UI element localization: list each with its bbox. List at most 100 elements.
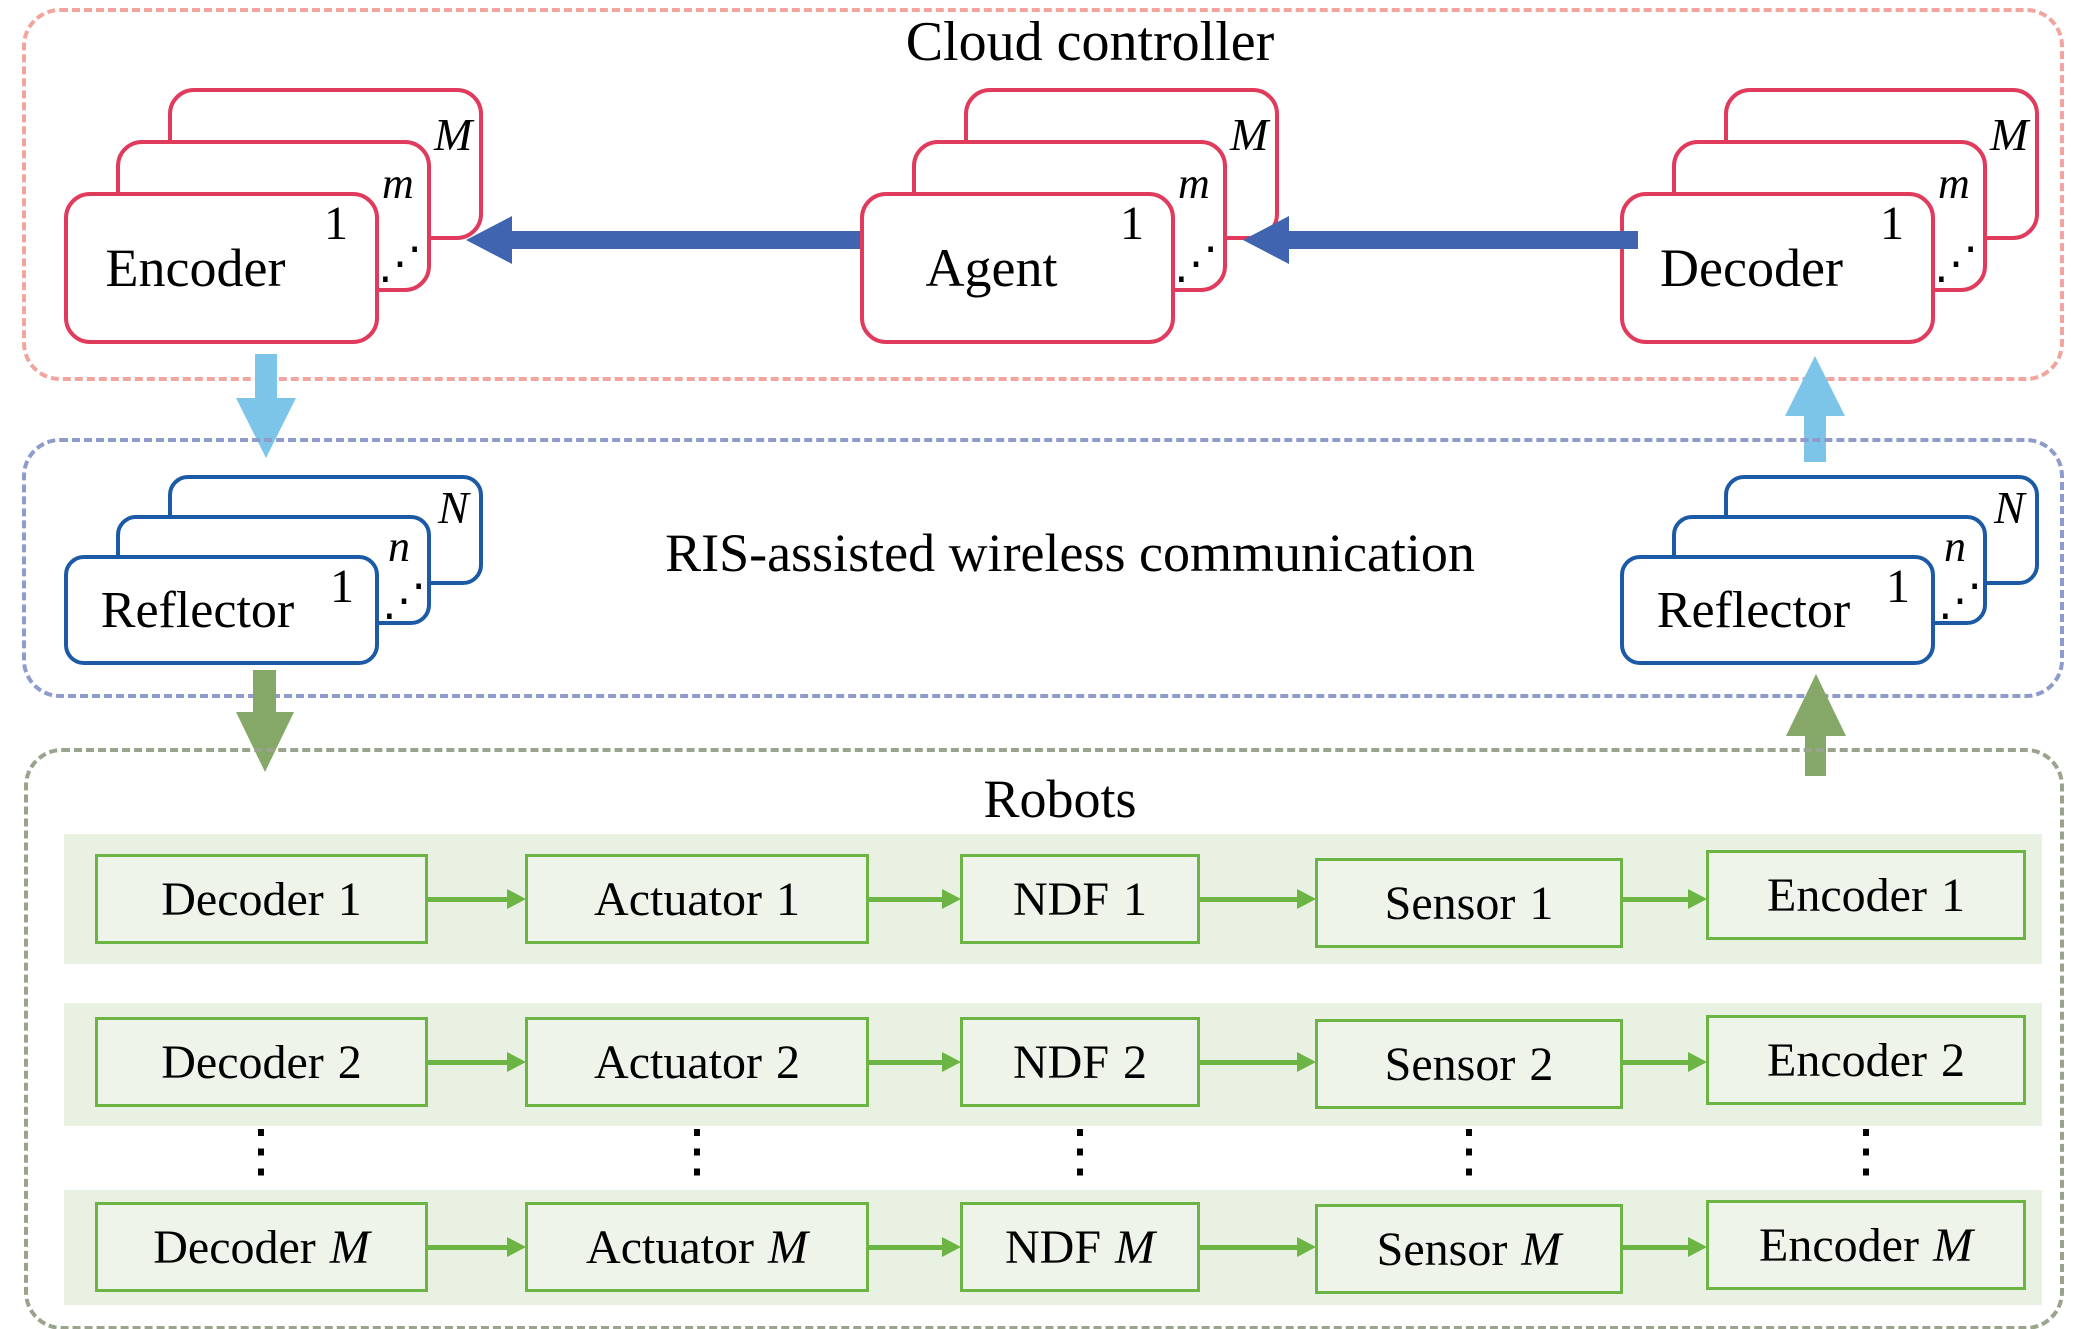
robot-box-label: Sensor bbox=[1384, 876, 1516, 930]
column-ellipsis: ⋮ bbox=[232, 1118, 290, 1183]
flow-arrow bbox=[869, 897, 943, 902]
robot-box-index: 2 bbox=[1123, 1035, 1148, 1089]
encoder-label: Encoder bbox=[105, 238, 286, 298]
reflector-right-index-1: 1 bbox=[1886, 560, 1910, 613]
decoder-to-agent-arrowhead-icon bbox=[1243, 216, 1289, 264]
reflector-right-card-front bbox=[1620, 555, 1935, 665]
robots-container bbox=[24, 748, 2064, 1329]
agent-index-M: M bbox=[1230, 109, 1269, 160]
column-ellipsis: ⋮ bbox=[1440, 1118, 1498, 1183]
robot-box-index: 1 bbox=[775, 872, 800, 926]
reflector-right-index-n: n bbox=[1944, 522, 1966, 571]
agent-index-1: 1 bbox=[1120, 197, 1144, 250]
agent-to-encoder-arrow bbox=[510, 231, 860, 249]
flow-arrow bbox=[428, 897, 508, 902]
robot-box-index: 1 bbox=[337, 872, 362, 926]
decoder-label: Decoder bbox=[1660, 238, 1843, 298]
flow-arrow bbox=[1200, 897, 1298, 902]
robot-box-index: 2 bbox=[775, 1035, 800, 1089]
flow-arrow bbox=[1200, 1060, 1298, 1065]
agent-card-front bbox=[860, 192, 1175, 344]
robot-box-index: 2 bbox=[1529, 1037, 1554, 1091]
flow-arrow bbox=[428, 1245, 508, 1250]
decoder-stack-ellipsis: ⋰ bbox=[1934, 239, 1978, 288]
flow-arrow bbox=[1200, 1245, 1298, 1250]
reflector-to-robots-arrow bbox=[253, 670, 276, 712]
robot-box-label: Encoder bbox=[1767, 868, 1927, 922]
reflector-left-card-front bbox=[64, 555, 379, 665]
encoder-to-reflector-arrowhead-icon bbox=[236, 398, 296, 458]
flow-arrowhead-icon bbox=[507, 1052, 526, 1072]
flow-arrowhead-icon bbox=[1688, 889, 1707, 909]
flow-arrowhead-icon bbox=[507, 889, 526, 909]
reflector-right-label: Reflector bbox=[1656, 581, 1851, 639]
reflector-right-stack: N n 1 Reflector ⋰ bbox=[1620, 475, 2040, 665]
robots-to-reflector-arrow bbox=[1805, 736, 1826, 776]
cloud-controller-container bbox=[22, 8, 2064, 381]
robot-box-label: Sensor bbox=[1384, 1037, 1516, 1091]
robot-box-index: M bbox=[767, 1220, 808, 1274]
robots-title: Robots bbox=[983, 769, 1137, 829]
flow-arrowhead-icon bbox=[1297, 889, 1316, 909]
robot-box-label: Encoder bbox=[1767, 1033, 1927, 1087]
robot-box-label: Decoder bbox=[161, 872, 324, 926]
flow-arrowhead-icon bbox=[942, 1052, 961, 1072]
robot-box-index: 2 bbox=[1940, 1033, 1965, 1087]
robot-box-label: NDF bbox=[1004, 1220, 1102, 1274]
decoder-stack: M m 1 Decoder ⋰ bbox=[1620, 88, 2040, 344]
encoder-index-1: 1 bbox=[324, 197, 348, 250]
robot-box-index: 1 bbox=[1529, 876, 1554, 930]
flow-arrowhead-icon bbox=[1688, 1237, 1707, 1257]
flow-arrowhead-icon bbox=[942, 889, 961, 909]
robot-box-label: Actuator bbox=[594, 872, 762, 926]
reflector-right-index-N: N bbox=[1994, 482, 2025, 533]
reflector-left-index-n: n bbox=[388, 522, 410, 571]
robot-box-index: 1 bbox=[1940, 868, 1965, 922]
column-ellipsis: ⋮ bbox=[1051, 1118, 1109, 1183]
robot-box-label: Decoder bbox=[153, 1220, 316, 1274]
robots-to-reflector-arrowhead-icon bbox=[1786, 674, 1846, 736]
encoder-stack: M m 1 Encoder ⋰ bbox=[64, 88, 484, 344]
flow-arrowhead-icon bbox=[507, 1237, 526, 1257]
flow-arrowhead-icon bbox=[1297, 1237, 1316, 1257]
encoder-stack-ellipsis: ⋰ bbox=[378, 239, 422, 288]
agent-stack-ellipsis: ⋰ bbox=[1174, 239, 1218, 288]
agent-stack: M m 1 Agent ⋰ bbox=[860, 88, 1280, 344]
decoder-index-M: M bbox=[1990, 109, 2029, 160]
robot-box-label: NDF bbox=[1012, 872, 1110, 926]
robot-box-label: NDF bbox=[1012, 1035, 1110, 1089]
decoder-card-front bbox=[1620, 192, 1935, 344]
column-ellipsis: ⋮ bbox=[1837, 1118, 1895, 1183]
reflector-to-robots-arrowhead-icon bbox=[236, 712, 294, 772]
flow-arrow bbox=[869, 1245, 943, 1250]
reflector-left-stack: N n 1 Reflector ⋰ bbox=[64, 475, 484, 665]
decoder-index-m: m bbox=[1938, 159, 1970, 208]
flow-arrowhead-icon bbox=[1297, 1052, 1316, 1072]
robot-box-label: Decoder bbox=[161, 1035, 324, 1089]
encoder-to-reflector-arrow bbox=[255, 354, 277, 398]
flow-arrow bbox=[1623, 1060, 1689, 1065]
ris-container bbox=[22, 438, 2064, 698]
ris-title: RIS-assisted wireless communication bbox=[665, 523, 1475, 583]
reflector-to-decoder-arrowhead-icon bbox=[1785, 356, 1845, 416]
agent-label: Agent bbox=[925, 238, 1058, 298]
robot-box-label: Sensor bbox=[1376, 1222, 1508, 1276]
decoder-index-1: 1 bbox=[1880, 197, 1904, 250]
robot-box-label: Encoder bbox=[1759, 1218, 1919, 1272]
